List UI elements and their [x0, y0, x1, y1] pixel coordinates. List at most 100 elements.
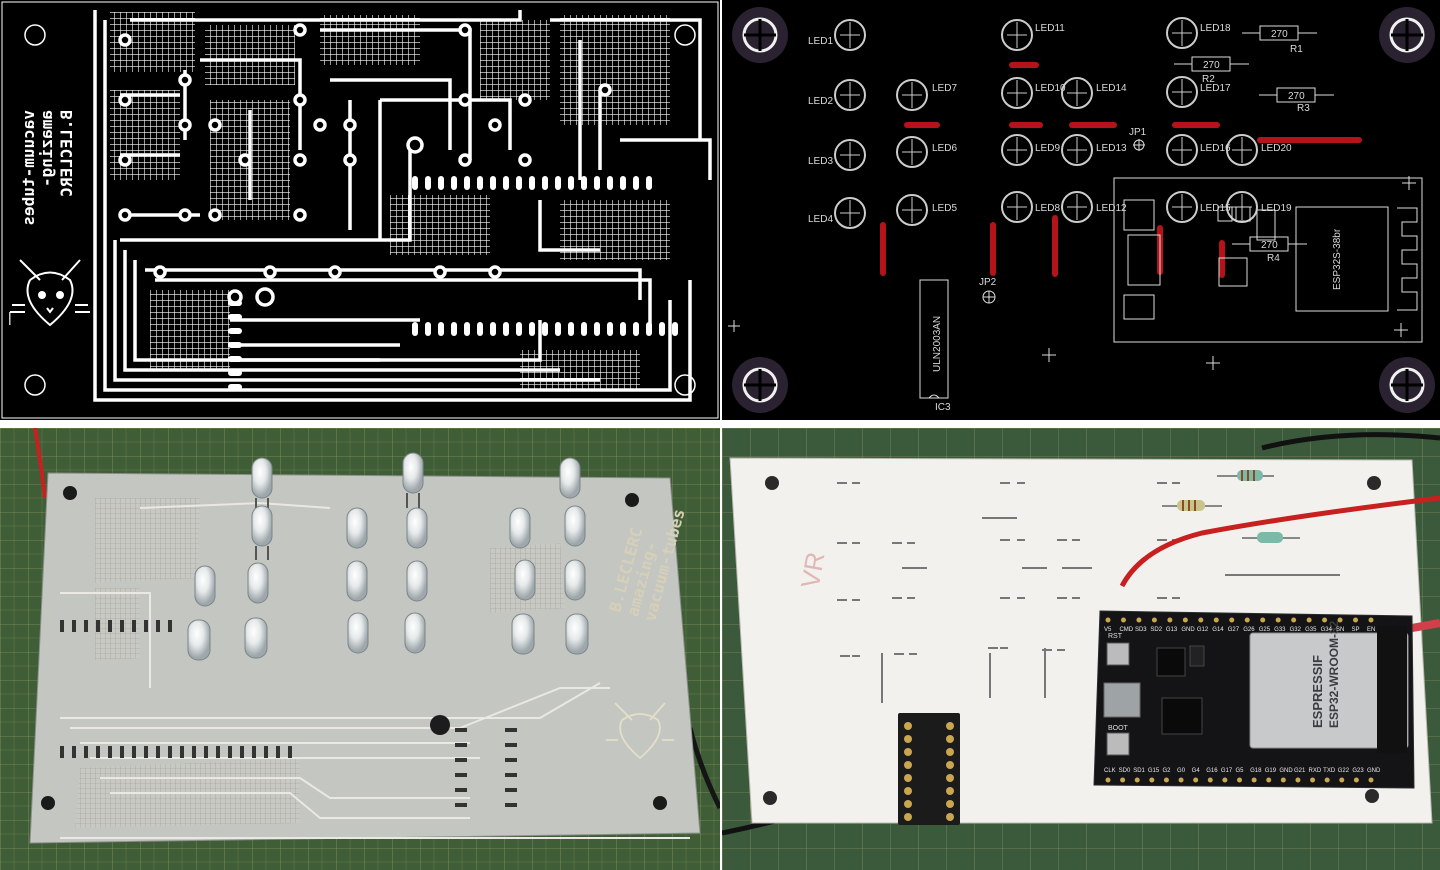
resistor-ref: R2 [1202, 74, 1215, 85]
resistor-footprint: 270 R4 [1232, 236, 1307, 264]
pin-label: GND [1367, 768, 1381, 774]
pin-label: G23 [1352, 768, 1364, 774]
header-pin [1207, 777, 1213, 783]
led-footprint: LED12 [1061, 191, 1127, 223]
led-footprint: LED13 [1061, 134, 1127, 166]
resistor-ref: R1 [1290, 44, 1303, 55]
esp32-module-footprint: ESP32S-38br [1113, 177, 1423, 343]
led-footprint: LED14 [1061, 77, 1127, 109]
resistor-value: 270 [1203, 60, 1220, 71]
resistor-value: 270 [1261, 240, 1278, 251]
resistor [1242, 532, 1300, 543]
resistor [1217, 470, 1274, 481]
jumper-jp1: JP1 [1129, 127, 1147, 151]
module-label: ESP32S-38br [1332, 228, 1343, 290]
usb-uart-chip [1161, 697, 1203, 735]
svg-text:RST: RST [1108, 633, 1123, 640]
led-label: LED6 [932, 143, 957, 154]
header-pin [1322, 617, 1328, 623]
ic-socket [898, 713, 960, 825]
copper-text-line: amazing- [37, 110, 56, 187]
header-pin [1353, 777, 1359, 783]
header-pin [1229, 617, 1235, 623]
header-pin [1120, 617, 1126, 623]
mounting-hole [24, 374, 46, 396]
resistor [1162, 500, 1222, 511]
header-pin [1368, 617, 1374, 623]
cat-logo [10, 259, 90, 327]
header-pin [1222, 777, 1228, 783]
boot-button: BOOT [1106, 725, 1130, 756]
resistor-ref: R3 [1297, 103, 1310, 114]
header-pin [1306, 617, 1312, 623]
cat-logo [606, 702, 674, 760]
pin-label: G22 [1338, 768, 1350, 774]
pin-label: SD0 [1119, 768, 1131, 774]
red-jumper-traces [880, 62, 1362, 278]
led [346, 507, 368, 549]
header-pin [1310, 777, 1316, 783]
led-footprint: LED1 [808, 19, 866, 51]
led-footprint: LED11 [1001, 19, 1065, 51]
pin-label: G4 [1192, 768, 1201, 774]
led-footprint: LED9 [1001, 134, 1060, 166]
led [564, 505, 586, 547]
svg-text:BOOT: BOOT [1108, 725, 1129, 732]
pin-label: CLK [1104, 768, 1116, 774]
led-label: LED19 [1261, 203, 1292, 214]
header-pin [1251, 777, 1257, 783]
esp32-module-can [1249, 632, 1409, 749]
led [346, 560, 368, 602]
header-pin [1151, 617, 1157, 623]
led-label: LED8 [1035, 203, 1060, 214]
mounting-hole [732, 357, 788, 413]
pin-label: G13 [1166, 627, 1178, 633]
pin-label: G5 [1236, 768, 1245, 774]
rst-button: RST [1106, 633, 1130, 666]
header-pins [1105, 617, 1374, 783]
svg-text:JP1: JP1 [1129, 127, 1147, 138]
pin-label: G34 [1321, 627, 1333, 633]
header-pin [1198, 617, 1204, 623]
led-label: LED1 [808, 36, 833, 47]
header-pin [1193, 777, 1199, 783]
led [559, 457, 581, 499]
led [564, 559, 586, 601]
led [406, 507, 428, 549]
pin-label: CMD [1119, 627, 1133, 633]
red-wire [1119, 495, 1440, 588]
alignment-mark: | [8, 309, 12, 325]
led-pads [118, 23, 612, 307]
photo-board-bottom-image: VR [722, 428, 1440, 870]
antenna-area [1377, 626, 1407, 754]
led-label: LED3 [808, 156, 833, 167]
led-label: LED11 [1035, 23, 1065, 34]
led [251, 457, 273, 518]
header-pin [1134, 777, 1140, 783]
pin-label: G12 [1197, 627, 1209, 633]
header-pin [1368, 777, 1374, 783]
led-label: LED4 [808, 214, 833, 225]
led [404, 612, 426, 654]
header-pin [1339, 777, 1345, 783]
led [402, 452, 424, 508]
pin-label: GND [1279, 768, 1293, 774]
led-footprint: LED20 [1226, 134, 1292, 166]
led-footprint: LED7 [896, 79, 957, 111]
led [347, 612, 369, 654]
solder-blob [430, 715, 450, 735]
led-array [187, 452, 589, 661]
pin-label: G16 [1206, 768, 1218, 774]
red-wire-end [1411, 619, 1440, 632]
mounting-hole [732, 7, 788, 63]
component-layer-panel: LED1 LED2 LED3 LED4 LED7 LED6 LED5 LED11… [722, 0, 1440, 420]
led [244, 617, 268, 659]
ic-footprint-pads [228, 176, 678, 390]
led [565, 613, 589, 655]
led [251, 505, 273, 560]
registration-marks [728, 176, 1416, 370]
svg-text:JP2: JP2 [979, 277, 997, 288]
pin-label: V5 [1104, 627, 1112, 633]
pin-label: GND [1181, 627, 1195, 633]
pin-label: SD2 [1150, 627, 1162, 633]
